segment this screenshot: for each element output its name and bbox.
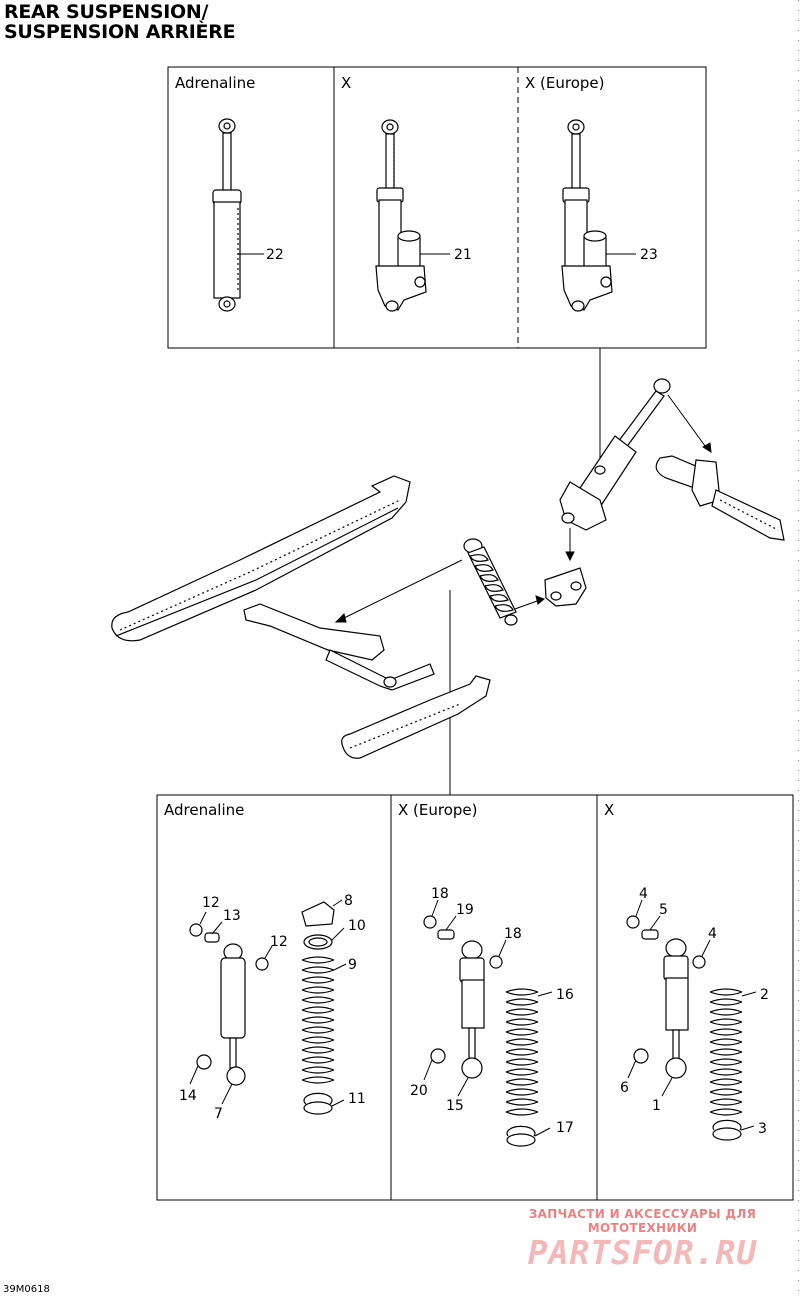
watermark: ЗАПЧАСТИ И АКСЕССУАРЫ ДЛЯ МОТОТЕХНИКИ PA… (490, 1207, 795, 1271)
x-europe-components (423, 915, 536, 1147)
title-line-1: REAR SUSPENSION/ (4, 1, 209, 23)
top-panel-frame (167, 66, 707, 349)
callout-23: 23 (640, 247, 658, 263)
callout-5: 5 (659, 902, 668, 918)
top-panel-label-x-europe: X (Europe) (525, 74, 605, 92)
watermark-tagline: ЗАПЧАСТИ И АКСЕССУАРЫ ДЛЯ МОТОТЕХНИКИ (528, 1207, 757, 1235)
callout-14: 14 (179, 1088, 197, 1104)
shock-absorber-21 (375, 119, 427, 312)
bottom-panel-label-x-europe: X (Europe) (398, 801, 478, 819)
callout-18-b: 18 (504, 926, 522, 942)
edge-tick-marks (798, 0, 799, 1300)
slide-rail-right (341, 675, 491, 759)
top-panel-label-adrenaline: Adrenaline (175, 74, 255, 92)
callout-20: 20 (410, 1083, 428, 1099)
watermark-logo-text: PARTSFOR.RU (527, 1233, 758, 1272)
callout-7: 7 (214, 1106, 223, 1122)
callout-16: 16 (556, 987, 574, 1003)
linkage-arm (655, 455, 785, 541)
upper-shock-assembly (559, 378, 671, 531)
diagram-code: 39M0618 (3, 1284, 50, 1295)
x-components (626, 915, 742, 1141)
callout-21: 21 (454, 247, 472, 263)
center-spring-shock (463, 538, 518, 626)
shock-absorber-23 (561, 119, 613, 312)
bottom-panel-frame (156, 794, 794, 1201)
x-europe-spring-16 (505, 988, 539, 1116)
bottom-panel (156, 794, 794, 1201)
top-panel-label-x: X (341, 74, 351, 92)
callout-12-b: 12 (270, 934, 288, 950)
page-title: REAR SUSPENSION/ SUSPENSION ARRIÈRE (4, 1, 236, 43)
x-spring-2 (709, 988, 743, 1116)
front-arm (243, 603, 435, 691)
x-europe-leaders (423, 899, 553, 1137)
top-panel (167, 66, 707, 349)
adrenaline-components (189, 901, 335, 1115)
shock-absorber-22 (212, 118, 242, 312)
callout-19: 19 (456, 902, 474, 918)
callout-4-a: 4 (639, 886, 648, 902)
bottom-panel-label-adrenaline: Adrenaline (164, 801, 244, 819)
shock-bracket (544, 567, 587, 607)
adrenaline-spring-9 (301, 956, 335, 1084)
callout-10: 10 (348, 918, 366, 934)
callout-12-a: 12 (202, 895, 220, 911)
callout-6: 6 (620, 1080, 629, 1096)
callout-1: 1 (652, 1098, 661, 1114)
callout-22: 22 (266, 247, 284, 263)
title-line-2: SUSPENSION ARRIÈRE (4, 21, 236, 43)
callout-18-a: 18 (431, 886, 449, 902)
slide-rail-left (111, 475, 411, 642)
callout-3: 3 (758, 1121, 767, 1137)
callout-9: 9 (348, 957, 357, 973)
callout-2: 2 (760, 987, 769, 1003)
callout-11: 11 (348, 1091, 366, 1107)
adrenaline-leaders (189, 899, 347, 1107)
callout-13: 13 (223, 908, 241, 924)
callout-8: 8 (344, 893, 353, 909)
callout-15: 15 (446, 1098, 464, 1114)
bottom-panel-label-x: X (604, 801, 614, 819)
callout-4-b: 4 (708, 926, 717, 942)
x-leaders (627, 899, 757, 1131)
callout-17: 17 (556, 1120, 574, 1136)
